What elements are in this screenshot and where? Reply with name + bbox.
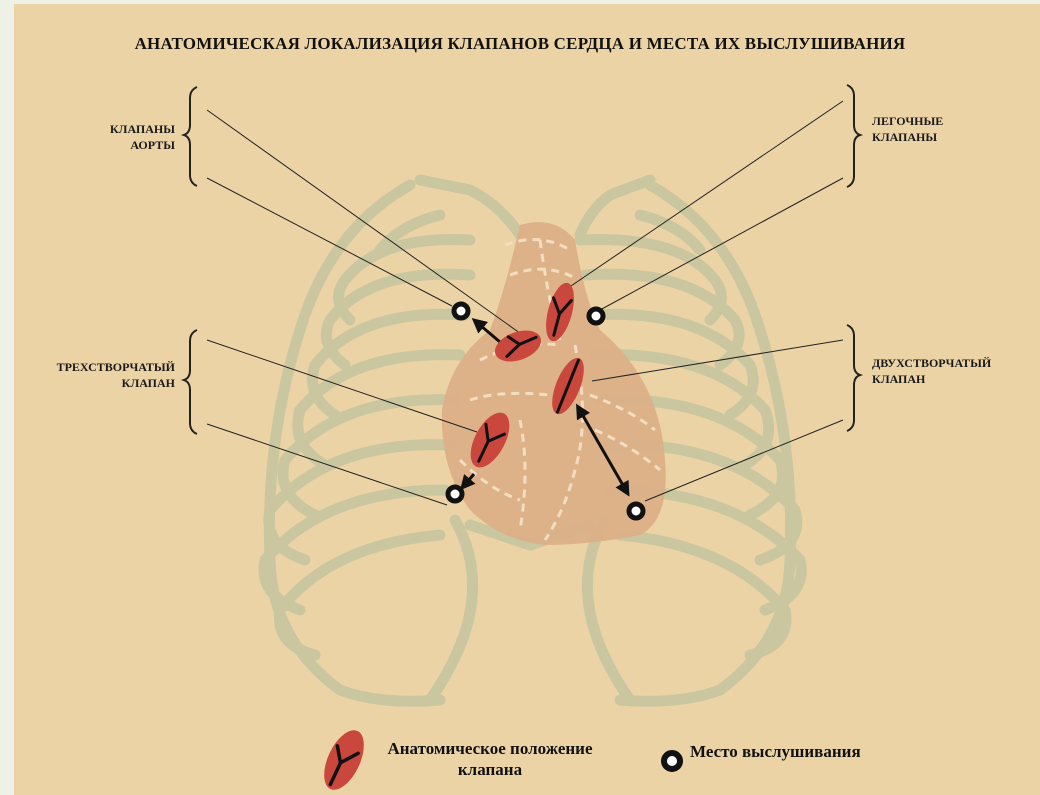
bracket-tricuspid <box>184 330 197 434</box>
bracket-mitral <box>847 325 860 431</box>
legend-valve-position-line2: клапана <box>370 759 610 780</box>
label-tricuspid-line1: ТРЕХСТВОРЧАТЫЙ <box>40 359 175 375</box>
label-mitral: ДВУХСТВОРЧАТЫЙ КЛАПАН <box>872 355 991 387</box>
point-pulmonary <box>589 309 603 323</box>
label-tricuspid-line2: КЛАПАН <box>40 375 175 391</box>
legend-valve-position-line1: Анатомическое положение <box>370 738 610 759</box>
label-aortic-line1: КЛАПАНЫ <box>95 121 175 137</box>
label-tricuspid: ТРЕХСТВОРЧАТЫЙ КЛАПАН <box>40 359 175 391</box>
legend-point-icon <box>664 753 680 769</box>
legend-valve-position: Анатомическое положение клапана <box>370 738 610 780</box>
label-aortic: КЛАПАНЫ АОРТЫ <box>95 121 175 153</box>
legend-valve-icon <box>316 724 372 795</box>
bracket-aortic <box>184 87 197 186</box>
point-mitral <box>629 504 643 518</box>
label-pulmonary-line2: КЛАПАНЫ <box>872 129 943 145</box>
label-aortic-line2: АОРТЫ <box>95 137 175 153</box>
label-pulmonary-line1: ЛЕГОЧНЫЕ <box>872 113 943 129</box>
label-mitral-line2: КЛАПАН <box>872 371 991 387</box>
point-aortic <box>454 304 468 318</box>
bracket-pulmonary <box>847 85 860 187</box>
label-mitral-line1: ДВУХСТВОРЧАТЫЙ <box>872 355 991 371</box>
legend-auscultation-point: Место выслушивания <box>690 741 861 762</box>
label-pulmonary: ЛЕГОЧНЫЕ КЛАПАНЫ <box>872 113 943 145</box>
point-tricuspid <box>448 487 462 501</box>
